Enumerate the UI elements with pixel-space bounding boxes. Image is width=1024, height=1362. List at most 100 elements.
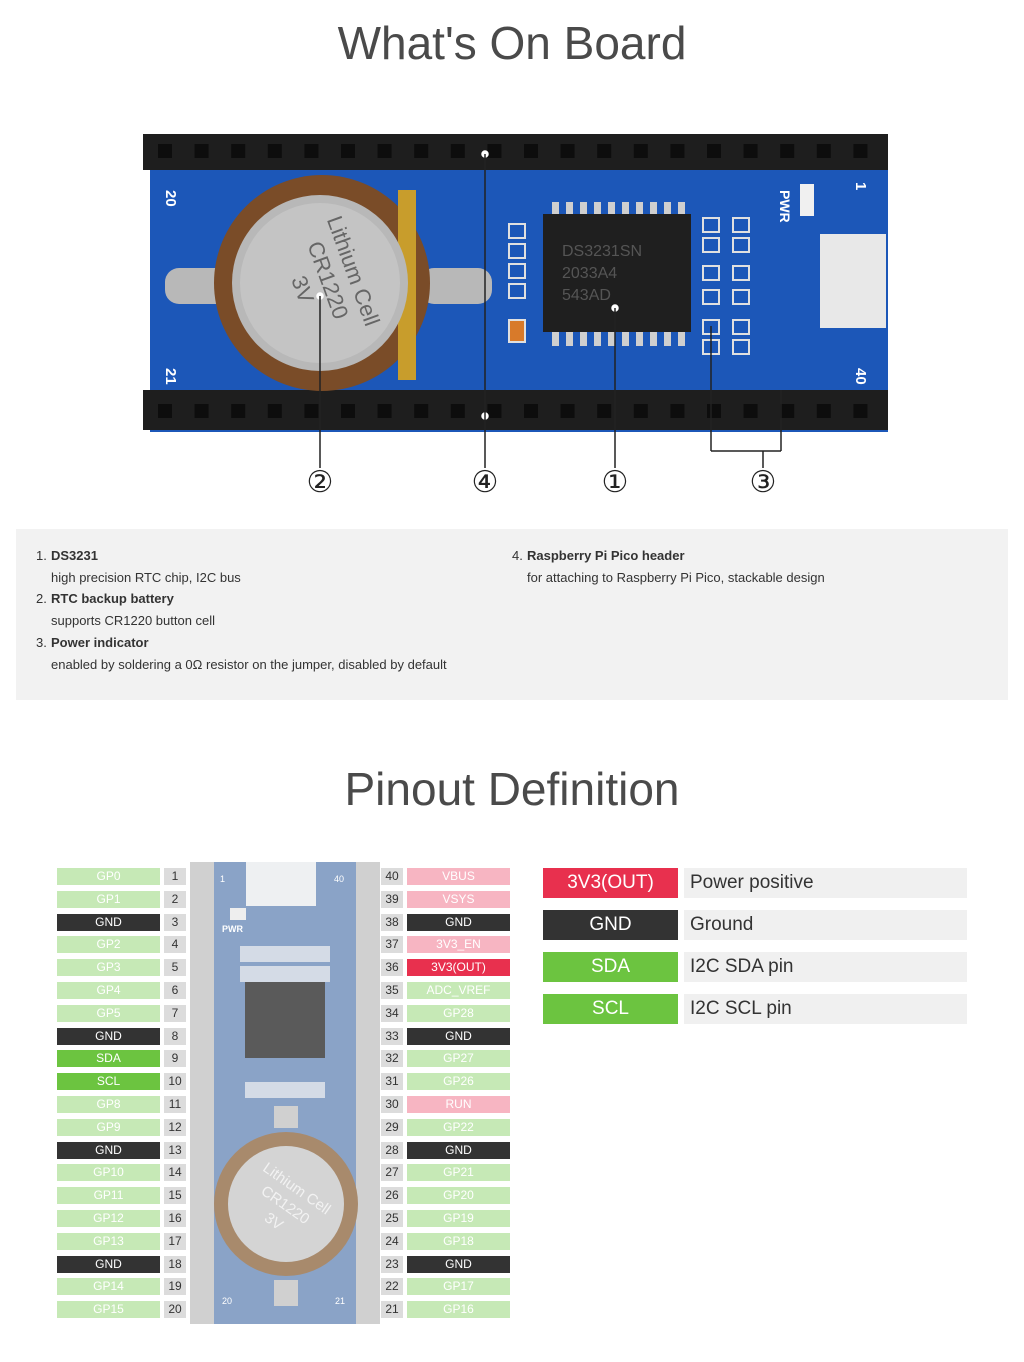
pin-name: 3V3_EN bbox=[407, 936, 510, 954]
header-hole bbox=[267, 404, 282, 418]
pin-name: GP0 bbox=[57, 868, 160, 885]
feature-num: 4. bbox=[512, 548, 523, 563]
legend-label: SDA bbox=[543, 952, 678, 982]
chip-leg bbox=[636, 332, 643, 346]
feature-desc: supports CR1220 button cell bbox=[51, 613, 216, 629]
pin-number: 12 bbox=[164, 1118, 186, 1136]
header-hole bbox=[524, 404, 538, 418]
pin-number: 7 bbox=[164, 1004, 186, 1022]
pin-number: 8 bbox=[164, 1027, 186, 1045]
callout-1: ① bbox=[602, 465, 629, 500]
pin-name: GP26 bbox=[407, 1073, 510, 1091]
silk-20: 20 bbox=[162, 190, 179, 207]
pin-name: VSYS bbox=[407, 890, 510, 908]
pin-number: 17 bbox=[164, 1232, 186, 1250]
pin-number: 18 bbox=[164, 1255, 186, 1273]
chip-leg bbox=[678, 202, 685, 216]
pin-name: 3V3(OUT) bbox=[407, 959, 510, 977]
chip-leg bbox=[594, 202, 601, 216]
chip-text-3: 543AD bbox=[562, 287, 611, 304]
pin-name: GND bbox=[57, 1141, 160, 1159]
pin-name: ADC_VREF bbox=[407, 982, 510, 999]
header-hole bbox=[377, 144, 392, 158]
header-hole bbox=[707, 404, 721, 418]
chip-leg bbox=[664, 332, 671, 346]
header-hole bbox=[341, 144, 355, 158]
feature-item-4: 4.Raspberry Pi Pico header for attaching… bbox=[512, 545, 825, 588]
pwr-silkscreen: PWR bbox=[777, 190, 793, 223]
pin-name: GP20 bbox=[407, 1187, 510, 1205]
pin-name: SCL bbox=[57, 1073, 160, 1091]
pin-number: 4 bbox=[164, 936, 186, 954]
pin-number: 9 bbox=[164, 1050, 186, 1068]
pin-number: 26 bbox=[381, 1187, 403, 1205]
pin-name: GP14 bbox=[57, 1278, 160, 1296]
header-hole bbox=[633, 404, 648, 418]
pin-name: GND bbox=[407, 913, 510, 931]
mini-pwr: PWR bbox=[222, 924, 243, 934]
pin-number: 21 bbox=[381, 1301, 403, 1319]
chip-leg bbox=[552, 202, 559, 216]
legend-label: 3V3(OUT) bbox=[543, 868, 678, 898]
section-title-pinout: Pinout Definition bbox=[344, 763, 680, 815]
chip-leg bbox=[566, 332, 573, 346]
pin-number: 2 bbox=[164, 890, 186, 908]
pwr-led-pad bbox=[800, 184, 814, 216]
mini-board: 1 40 20 21 PWR Lithium Cell CR1220 3V bbox=[190, 862, 380, 1324]
header-hole bbox=[341, 404, 355, 418]
pin-number: 38 bbox=[381, 913, 403, 931]
mini-silk-21: 21 bbox=[335, 1296, 345, 1306]
feature-desc: for attaching to Raspberry Pi Pico, stac… bbox=[527, 569, 825, 585]
pin-name: GND bbox=[407, 1027, 510, 1045]
pin-number: 27 bbox=[381, 1164, 403, 1182]
header-hole bbox=[780, 144, 795, 158]
pin-number: 16 bbox=[164, 1210, 186, 1227]
feature-item-3: 3.Power indicator enabled by soldering a… bbox=[36, 632, 447, 675]
chip-leg bbox=[622, 202, 629, 216]
chip-leg bbox=[664, 202, 671, 216]
pin-name: GP18 bbox=[407, 1232, 510, 1250]
header-hole bbox=[670, 144, 685, 158]
header-bottom bbox=[143, 390, 888, 430]
rtc-chip: DS3231SN 2033A4 543AD bbox=[543, 202, 691, 346]
pin-number: 35 bbox=[381, 982, 403, 999]
header-hole bbox=[267, 144, 282, 158]
callout-2: ② bbox=[307, 465, 334, 500]
pin-name: GP12 bbox=[57, 1210, 160, 1227]
chip-leg bbox=[636, 202, 643, 216]
pin-number: 20 bbox=[164, 1301, 186, 1319]
chip-leg bbox=[566, 202, 573, 216]
pin-number: 11 bbox=[164, 1096, 186, 1113]
header-hole bbox=[816, 404, 831, 418]
header-hole bbox=[304, 144, 319, 158]
header-hole bbox=[560, 404, 575, 418]
pin-name: GND bbox=[57, 913, 160, 931]
feature-item-2: 2.RTC backup battery supports CR1220 but… bbox=[36, 588, 447, 631]
header-hole bbox=[487, 144, 502, 158]
pin-name: GP4 bbox=[57, 982, 160, 999]
pin-name: VBUS bbox=[407, 868, 510, 885]
header-hole bbox=[743, 404, 758, 418]
pin-name: GP9 bbox=[57, 1118, 160, 1136]
mini-silk-20: 20 bbox=[222, 1296, 232, 1306]
pin-name: GP16 bbox=[407, 1301, 510, 1319]
header-hole bbox=[414, 404, 429, 418]
pin-name: SDA bbox=[57, 1050, 160, 1068]
silk-40: 40 bbox=[852, 368, 869, 385]
callout-lines bbox=[316, 150, 782, 468]
pin-name: GP8 bbox=[57, 1096, 160, 1113]
pin-number: 28 bbox=[381, 1141, 403, 1159]
header-hole bbox=[816, 144, 831, 158]
header-hole bbox=[633, 144, 648, 158]
pin-number: 30 bbox=[381, 1096, 403, 1113]
header-hole bbox=[560, 144, 575, 158]
chip-leg bbox=[622, 332, 629, 346]
legend-label: SCL bbox=[543, 994, 678, 1024]
header-holes bbox=[158, 144, 868, 418]
header-hole bbox=[304, 404, 319, 418]
header-hole bbox=[231, 144, 246, 158]
header-hole bbox=[231, 404, 246, 418]
pin-number: 34 bbox=[381, 1004, 403, 1022]
